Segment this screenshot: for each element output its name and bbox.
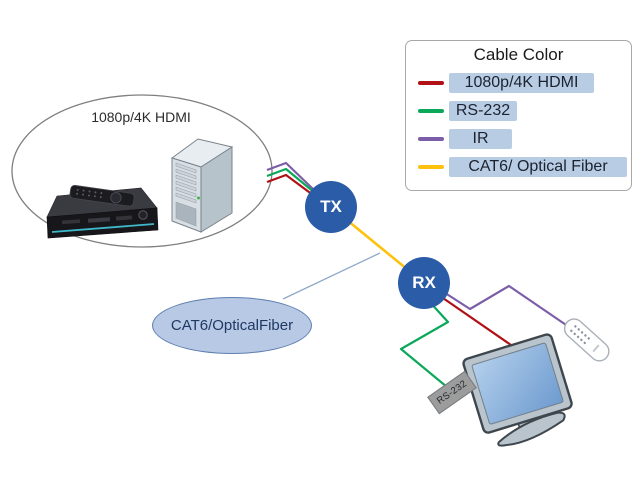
legend-row-ir: IR (418, 129, 631, 149)
rs232-cable-line (266, 167, 316, 194)
hdmi-cable-swatch (418, 81, 444, 85)
rs232-cable-swatch (418, 109, 444, 113)
cat6-callout: CAT6/OpticalFiber (152, 297, 312, 354)
rx-node: RX (398, 257, 450, 309)
legend-label-cat6: CAT6/ Optical Fiber (449, 157, 627, 177)
rx-hdmi-cable-line (439, 295, 512, 346)
legend-row-hdmi: 1080p/4K HDMI (418, 73, 631, 93)
hdmi-cable-line (266, 173, 318, 199)
callout-leader-line (282, 252, 381, 300)
remote-control-icon (563, 318, 610, 362)
computer-tower-icon (170, 138, 234, 233)
stb-remote-icon (69, 185, 135, 207)
legend-row-cat6: CAT6/ Optical Fiber (418, 157, 631, 177)
tx-node: TX (305, 181, 357, 233)
cable-color-legend: Cable Color 1080p/4K HDMI RS-232 IR CAT6… (405, 40, 632, 191)
source-zone-label: 1080p/4K HDMI (91, 109, 191, 125)
legend-label-ir: IR (449, 129, 512, 149)
rx-rs232-cable-line (399, 298, 450, 388)
ir-cable-line (266, 161, 314, 190)
cat6-cable-swatch (418, 165, 444, 169)
legend-row-rs232: RS-232 (418, 101, 631, 121)
monitor-icon (462, 333, 573, 447)
legend-label-rs232: RS-232 (449, 101, 517, 121)
rx-ir-cable-line (441, 284, 573, 330)
legend-title: Cable Color (473, 45, 564, 64)
ir-cable-swatch (418, 137, 444, 141)
media-player-icon (46, 185, 159, 239)
legend-label-hdmi: 1080p/4K HDMI (449, 73, 594, 93)
